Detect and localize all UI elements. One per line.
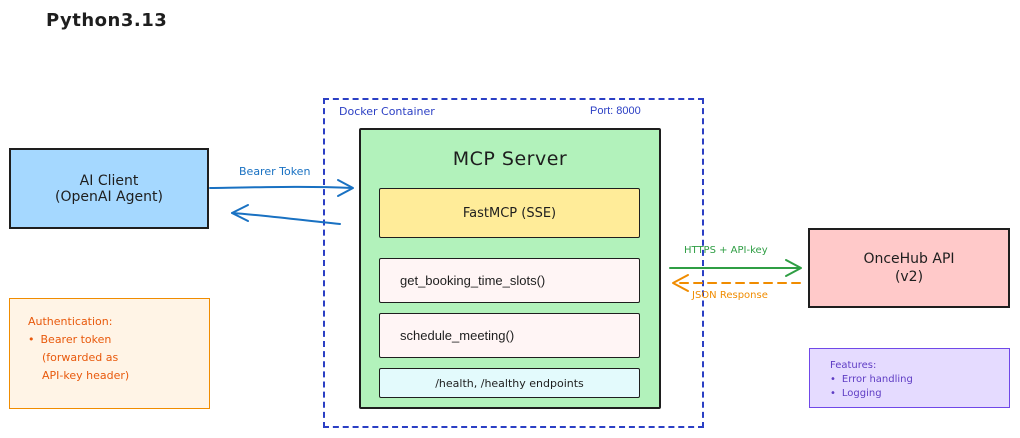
tool-label: schedule_meeting() [400,328,515,343]
auth-item-cont: API-key header) [42,369,130,382]
tool-get-booking-time-slots[interactable]: get_booking_time_slots() [379,258,640,303]
docker-container-boundary [323,98,704,428]
ai-client-box[interactable]: AI Client (OpenAI Agent) [9,148,209,229]
authentication-note: Authentication: Bearer token (forwarded … [9,298,210,409]
https-api-key-label: HTTPS + API-key [684,245,768,256]
fastmcp-label: FastMCP (SSE) [462,205,557,221]
auth-item-cont: (forwarded as [42,351,119,364]
oncehub-version: (v2) [894,269,924,285]
oncehub-api-box[interactable]: OnceHub API (v2) [808,228,1010,308]
health-endpoints-box[interactable]: /health, /healthy endpoints [379,368,640,398]
features-title: Features: [830,360,877,371]
fastmcp-sse-box[interactable]: FastMCP (SSE) [379,188,640,238]
auth-title: Authentication: [28,315,113,328]
request-arrow [209,179,354,197]
health-label: /health, /healthy endpoints [435,376,584,390]
https-request-arrow [669,259,802,277]
ai-client-subtitle: (OpenAI Agent) [55,188,163,205]
bearer-token-label: Bearer Token [239,165,311,178]
feature-item: Error handling [830,373,1009,387]
mcp-server-title: MCP Server [452,148,568,170]
docker-port-label: Port: 8000 [590,105,641,117]
tool-schedule-meeting[interactable]: schedule_meeting() [379,313,640,358]
docker-container-label: Docker Container [339,105,435,118]
tool-label: get_booking_time_slots() [400,273,546,288]
auth-item: Bearer token [28,331,209,349]
feature-item: Logging [830,387,1009,401]
oncehub-name: OnceHub API [863,251,955,267]
features-note: Features: Error handling Logging [809,348,1010,408]
ai-client-name: AI Client [79,172,139,189]
json-response-arrow [672,274,801,292]
response-arrow [231,204,341,225]
page-title: Python3.13 [46,10,168,31]
json-response-label: JSON Response [692,290,768,301]
